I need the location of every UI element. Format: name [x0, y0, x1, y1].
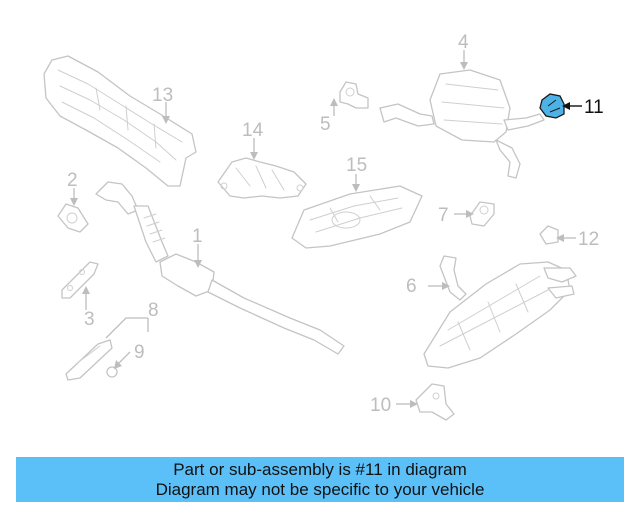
- exhaust-system-diagram: 13 14 15 4 5 2 3 1 8 9 7 12 6 10 11: [43, 32, 604, 421]
- part-7-clamp: [469, 201, 495, 227]
- part-11-insulator-highlighted: [539, 93, 565, 119]
- callout-11-highlighted: 11: [584, 97, 604, 118]
- callout-14: 14: [242, 120, 264, 141]
- callout-9: 9: [134, 342, 145, 363]
- callout-2: 2: [67, 170, 78, 191]
- info-banner: Part or sub-assembly is #11 in diagram D…: [16, 457, 624, 502]
- callout-labels: 13 14 15 4 5 2 3 1 8 9 7 12 6 10 11: [67, 32, 604, 416]
- banner-line-part-info: Part or sub-assembly is #11 in diagram: [173, 459, 467, 479]
- callout-13: 13: [152, 85, 173, 106]
- part-14-bracket-shield: [217, 157, 307, 199]
- callout-5: 5: [320, 114, 331, 135]
- callout-4: 4: [458, 32, 469, 53]
- part-3-bracket: [61, 261, 99, 299]
- banner-line-disclaimer: Diagram may not be specific to your vehi…: [155, 479, 485, 499]
- callout-12: 12: [578, 229, 599, 250]
- part-6-center-muffler: [423, 255, 577, 369]
- part-4-rear-muffler: [379, 69, 545, 179]
- part-15-underbody-shield: [291, 185, 423, 249]
- leader-lines: [70, 50, 582, 408]
- callout-3: 3: [84, 309, 95, 330]
- callout-15: 15: [346, 155, 367, 176]
- part-2-gasket: [57, 203, 89, 233]
- part-9-bolt: [106, 366, 118, 378]
- part-5-clamp: [339, 81, 369, 109]
- callout-6: 6: [406, 276, 417, 297]
- callout-1: 1: [192, 226, 203, 247]
- part-10-hanger: [415, 383, 455, 421]
- callout-10: 10: [370, 395, 391, 416]
- callout-8: 8: [148, 300, 159, 321]
- part-13-heat-shield: [43, 55, 197, 187]
- part-12-rubber-mount: [539, 225, 559, 245]
- part-8-hanger-bracket: [65, 339, 113, 381]
- part-1-catalytic-converter: [95, 181, 345, 355]
- callout-7: 7: [438, 205, 449, 226]
